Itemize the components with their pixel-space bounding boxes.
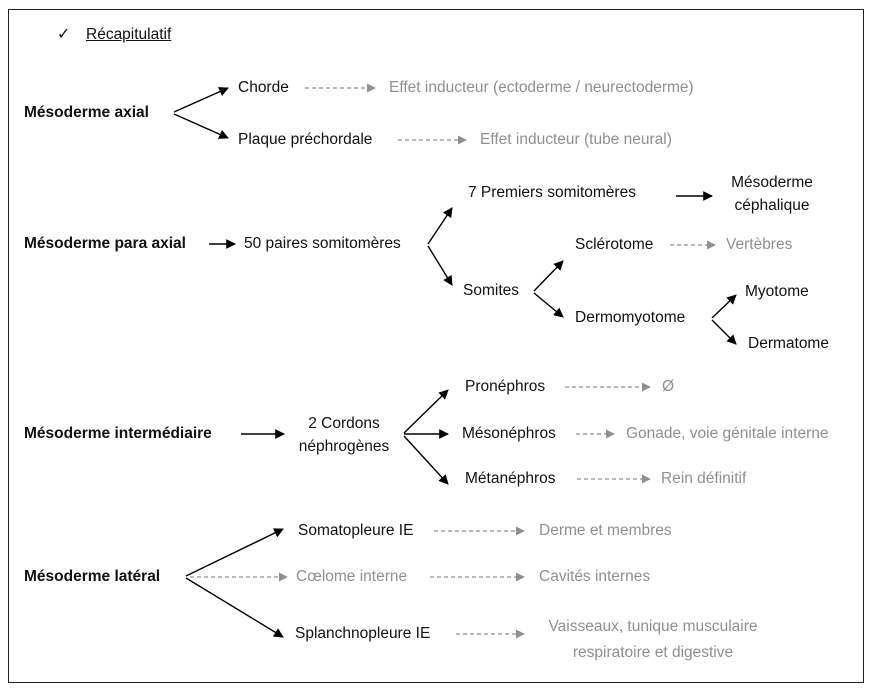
effect-somatopleure: Derme et membres	[539, 522, 672, 539]
effect-coelome: Cavités internes	[539, 568, 651, 585]
effect-plaque: Effet inducteur (tube neural)	[480, 131, 672, 148]
effect-splanchno-line1: Vaisseaux, tunique musculaire	[548, 618, 758, 635]
node-splanchnopleure: Splanchnopleure IE	[295, 625, 431, 642]
node-first-somitomeres: 7 Premiers somitomères	[468, 184, 636, 201]
effect-mesonephros: Gonade, voie génitale interne	[626, 425, 829, 442]
page-title: Récapitulatif	[86, 26, 172, 43]
check-mark-icon: ✓	[57, 26, 71, 43]
label-axial: Mésoderme axial	[24, 104, 149, 121]
effect-pronephros: Ø	[662, 378, 675, 395]
node-plaque: Plaque préchordale	[238, 131, 373, 148]
node-metanephros: Métanéphros	[465, 470, 556, 487]
node-dermatome: Dermatome	[748, 335, 829, 352]
effect-vertebres: Vertèbres	[726, 236, 793, 253]
effect-splanchno-line2: respiratoire et digestive	[572, 644, 734, 661]
node-pairs: 50 paires somitomères	[244, 235, 401, 252]
node-sclerotome: Sclérotome	[575, 236, 654, 253]
node-cords-line2: néphrogènes	[298, 438, 390, 455]
effect-metanephros: Rein définitif	[661, 470, 747, 487]
node-cephalic-line1: Mésoderme	[731, 174, 813, 191]
node-dermomyotome: Dermomyotome	[575, 309, 686, 326]
effect-chorde: Effet inducteur (ectoderme / neurectoder…	[389, 79, 694, 96]
summary-frame	[8, 9, 864, 683]
label-para-axial: Mésoderme para axial	[24, 235, 186, 252]
label-lateral: Mésoderme latéral	[24, 568, 161, 585]
node-somatopleure: Somatopleure IE	[298, 522, 414, 539]
label-intermediate: Mésoderme intermédiaire	[24, 425, 212, 442]
node-pronephros: Pronéphros	[465, 378, 546, 395]
node-chorde: Chorde	[238, 79, 289, 96]
node-myotome: Myotome	[745, 283, 809, 300]
node-somites: Somites	[463, 282, 519, 299]
node-mesonephros: Mésonéphros	[462, 425, 556, 442]
node-cephalic-line2: céphalique	[734, 197, 810, 214]
node-cords-line1: 2 Cordons	[308, 415, 380, 432]
node-coelome: Cœlome interne	[296, 568, 408, 585]
